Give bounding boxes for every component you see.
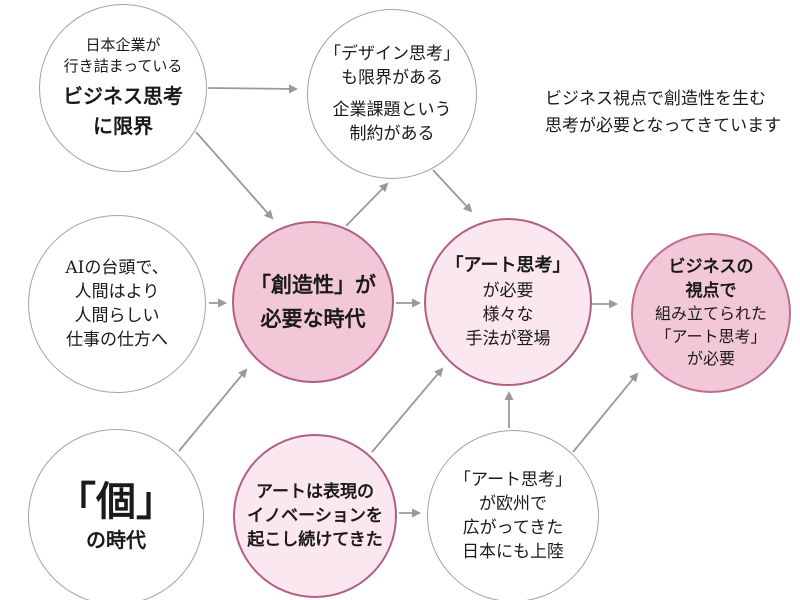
node-text: 組み立てられた [654, 304, 767, 324]
node-business-art-thinking: ビジネスの 視点で 組み立てられた 「アート思考」 が必要 [631, 233, 791, 393]
node-creativity-era: 「創造性」が 必要な時代 [232, 221, 394, 383]
node-text: 「デザイン思考」 [324, 43, 460, 64]
node-text: に限界 [93, 114, 153, 139]
arrow-creativity-to-designlimit [345, 182, 389, 227]
arrow-designlimit-to-artthinking [432, 169, 473, 213]
node-text: ビジネスの [668, 256, 754, 277]
node-text: 視点で [685, 280, 737, 301]
node-art-thinking-needed: 「アート思考」 が必要 様々な 手法が登場 [424, 218, 592, 386]
node-text: 手法が登場 [465, 328, 551, 349]
node-text: ビジネス思考 [63, 84, 183, 109]
node-text: が必要 [686, 349, 735, 369]
node-text: 「アート思考」 [655, 326, 767, 346]
node-text: 行き詰まっている [63, 57, 183, 75]
node-text: 「アート思考」 [445, 255, 571, 277]
annotation-business-creativity: ビジネス視点で創造性を生む 思考が必要となってきています [545, 86, 795, 140]
arrow-individual-to-creativity [178, 368, 248, 452]
node-text: 日本企業が [85, 35, 161, 54]
arrow-businesslimit-to-creativity [195, 131, 274, 220]
node-text: 「個」 [56, 478, 176, 525]
arrow-businesslimit-to-designlimit [207, 84, 298, 94]
node-text: 広がってきた [462, 518, 564, 538]
node-text: 「創造性」が [250, 272, 376, 298]
annotation-line: 思考が必要となってきています [545, 116, 782, 137]
node-text: 様々な [482, 304, 534, 325]
node-text: 「アート思考」 [454, 469, 572, 490]
node-text: 人間らしい [74, 306, 160, 326]
node-text: 起こし続けてきた [247, 530, 383, 551]
node-text: イノベーションを [247, 505, 383, 526]
node-text: が欧州で [479, 493, 547, 514]
node-art-thinking-europe: 「アート思考」 が欧州で 広がってきた 日本にも上陸 [427, 430, 599, 600]
node-text: 企業課題という [332, 100, 452, 120]
node-text: 人間はより [74, 281, 160, 302]
arrow-arteurope-to-businessart [572, 372, 639, 453]
node-text: 仕事の仕方へ [66, 330, 168, 351]
arrow-artinnovation-to-artthinking [371, 367, 444, 453]
node-text: アートは表現の [256, 481, 374, 502]
node-text: も限界がある [341, 67, 443, 88]
node-text: が必要 [482, 280, 534, 301]
node-text: 制約がある [349, 124, 435, 145]
node-ai-shift: AIの台頭で、 人間はより 人間らしい 仕事の仕方へ [28, 215, 206, 393]
node-business-thinking-limit: 日本企業が 行き詰まっている ビジネス思考 に限界 [39, 4, 207, 172]
node-text: AIの台頭で、 [65, 257, 169, 278]
node-design-thinking-limit: 「デザイン思考」 も限界がある 企業課題という 制約がある [307, 9, 477, 179]
node-text: 必要な時代 [260, 306, 366, 331]
annotation-line: ビジネス視点で創造性を生む [545, 89, 766, 109]
node-text: 日本にも上陸 [462, 542, 564, 563]
node-art-innovation: アートは表現の イノベーションを 起こし続けてきた [233, 434, 397, 598]
node-individual-era: 「個」 の時代 [28, 429, 204, 600]
node-text: の時代 [86, 528, 146, 552]
